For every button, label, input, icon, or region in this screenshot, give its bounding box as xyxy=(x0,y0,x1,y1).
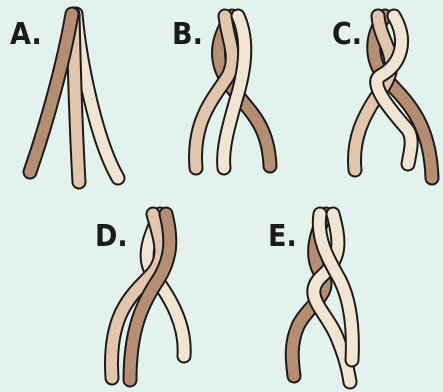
panel-b-label: B. xyxy=(172,17,203,52)
panel-b: B. xyxy=(172,16,270,168)
panel-c-label: C. xyxy=(332,17,362,52)
panel-a-label: A. xyxy=(10,17,42,52)
panel-b-strands xyxy=(196,16,270,168)
panel-a-strands xyxy=(30,14,118,182)
panel-d-label: D. xyxy=(95,219,128,254)
panel-c-strands xyxy=(354,16,432,178)
panel-e-strands xyxy=(292,214,352,382)
panel-d: D. xyxy=(95,214,184,380)
panel-e: E. xyxy=(268,214,352,382)
panel-e-label: E. xyxy=(268,219,297,254)
panel-c: C. xyxy=(332,16,432,178)
panel-a: A. xyxy=(10,14,118,182)
